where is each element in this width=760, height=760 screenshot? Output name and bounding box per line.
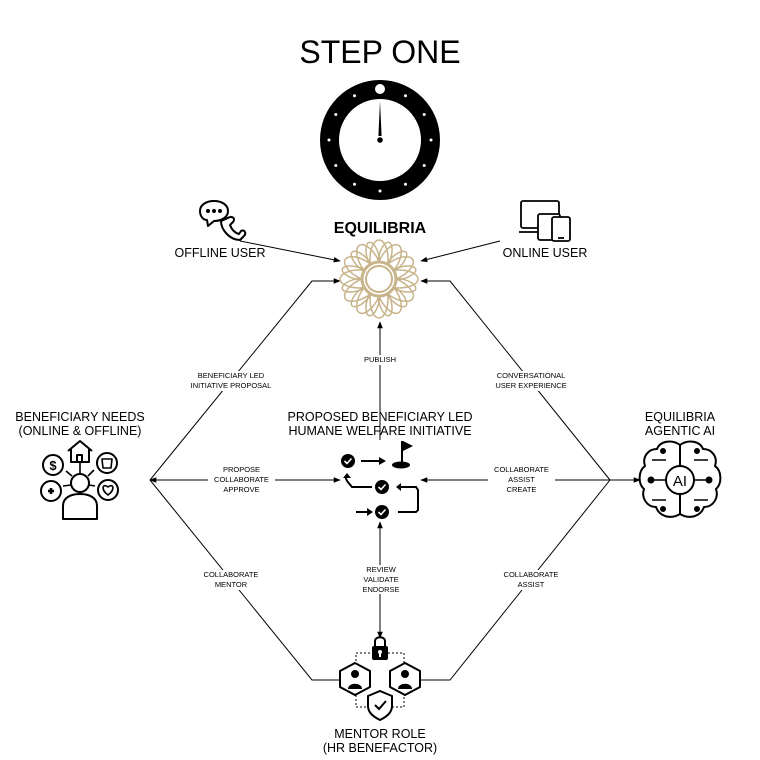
edge-needs-mentor	[149, 479, 340, 681]
edge-offline-to-equilibria	[239, 240, 341, 263]
page-title: STEP ONE	[299, 34, 461, 70]
beneficiary-needs-label: BENEFICIARY NEEDS(ONLINE & OFFLINE)	[15, 410, 145, 439]
equilibria-mandala-icon	[339, 239, 419, 319]
ai-brain-icon	[638, 440, 722, 518]
edge-needs-to-equilibria	[149, 278, 341, 481]
equilibria-label: EQUILIBRIA	[333, 220, 427, 237]
online-user-label: ONLINE USER	[502, 246, 588, 260]
workflow-icon	[341, 441, 419, 519]
connectors	[149, 240, 641, 681]
devices-icon	[519, 200, 571, 242]
phone-chat-icon	[199, 200, 247, 241]
dollar-glyph: $	[49, 458, 57, 473]
mentor-label: MENTOR ROLE(HR BENEFACTOR)	[322, 727, 438, 756]
mentor-group-icon	[339, 636, 421, 722]
ai-badge-text: AI	[673, 473, 687, 490]
edge-ai-to-equilibria	[420, 278, 611, 481]
beneficiary-needs-icon	[40, 440, 119, 520]
edge-ai-mentor	[421, 479, 611, 681]
offline-user-label: OFFLINE USER	[174, 246, 266, 260]
edge-label-publish: PUBLISH	[359, 355, 401, 365]
clock-icon	[320, 80, 440, 200]
edge-online-to-equilibria	[420, 240, 501, 263]
